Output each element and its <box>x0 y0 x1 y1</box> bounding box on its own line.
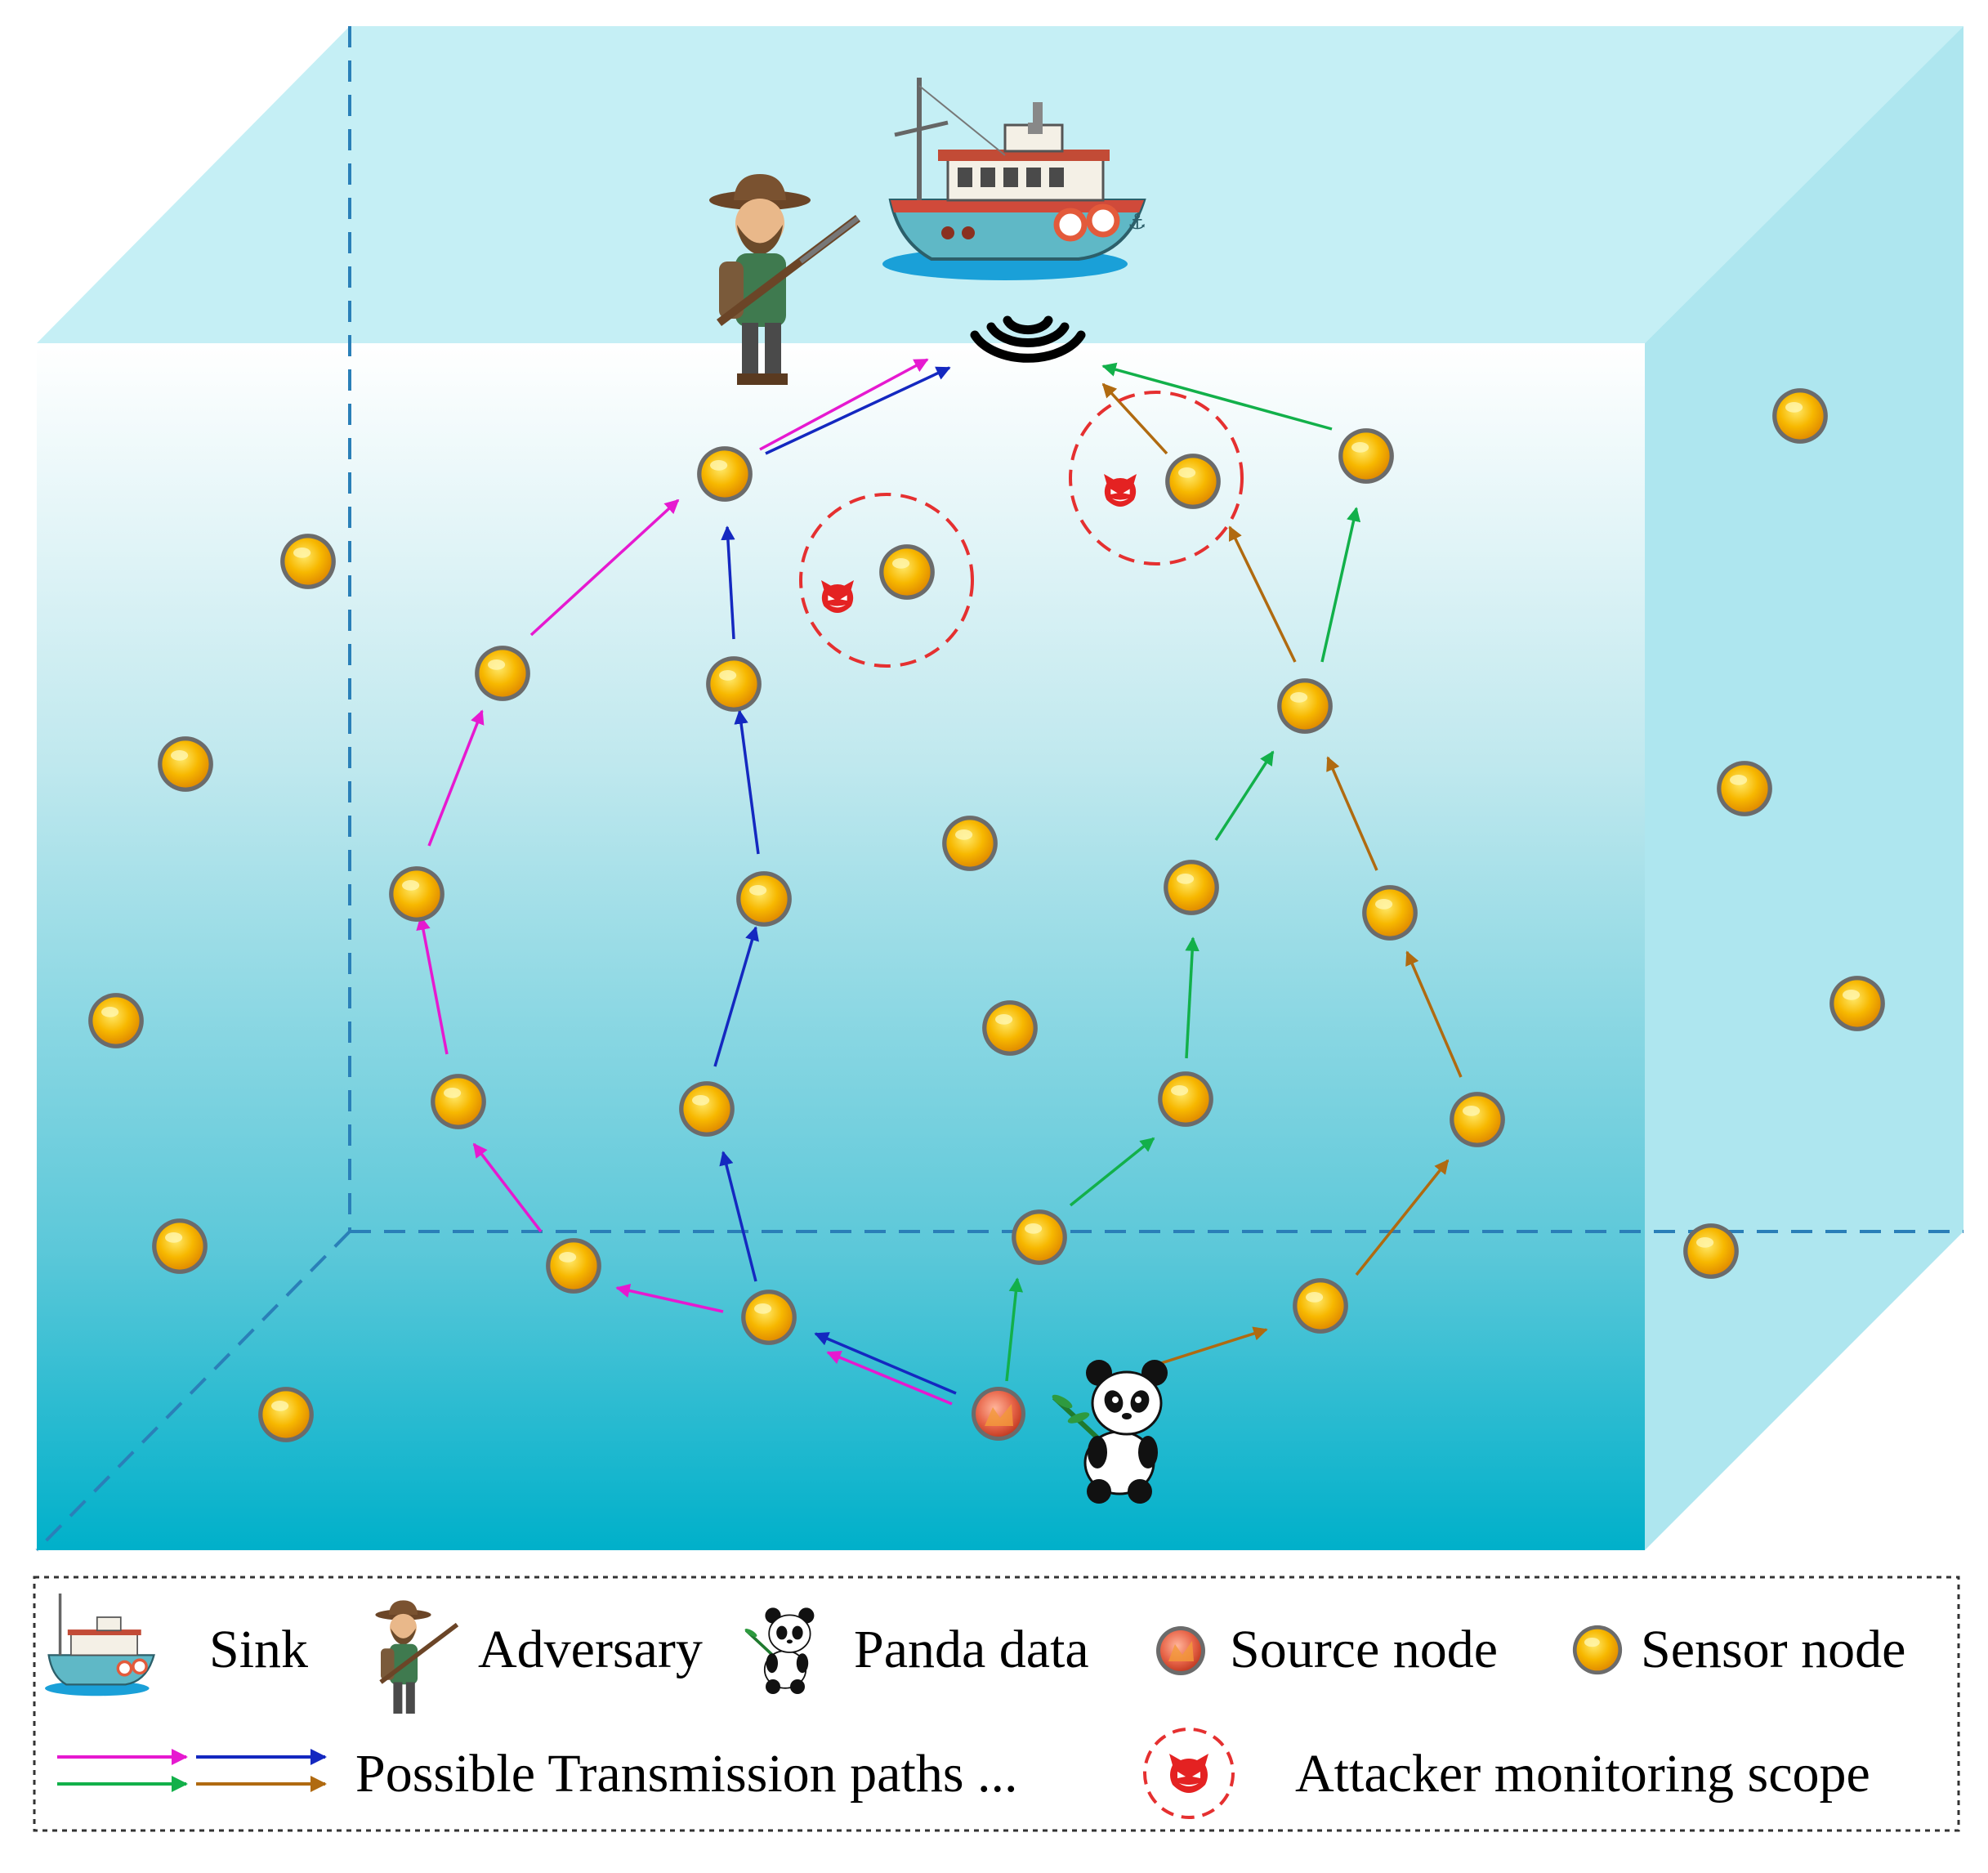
sensor-node <box>1717 761 1772 816</box>
sensor-node <box>982 1000 1038 1056</box>
sensor-node <box>546 1238 601 1294</box>
legend-source-label: Source node <box>1230 1620 1498 1679</box>
sensor-node <box>158 736 213 792</box>
sensor-node <box>741 1290 797 1345</box>
legend-adversary-label: Adversary <box>478 1620 703 1679</box>
ship-icon: ⚓ <box>882 78 1146 280</box>
legend-border <box>33 1576 1960 1832</box>
sensor-node <box>1164 860 1219 915</box>
sensor-node <box>706 656 762 712</box>
panda-icon <box>744 1607 815 1694</box>
legend-panda-label: Panda data <box>854 1620 1089 1679</box>
sensor-node <box>1012 1209 1067 1265</box>
sensor-node <box>1829 976 1885 1031</box>
sensor-node <box>280 534 336 589</box>
legend-scope-label: Attacker monitoring scope <box>1295 1744 1870 1804</box>
devil-icon <box>821 580 854 613</box>
sensor-node <box>1450 1092 1505 1147</box>
legend: Sink Adversary P <box>33 1576 1960 1832</box>
sensor-node <box>152 1218 208 1274</box>
wifi-signal-icon <box>970 315 1086 363</box>
sensor-node <box>1338 428 1394 484</box>
attacker-scope <box>1069 391 1244 565</box>
sensor-node <box>1362 885 1418 941</box>
attacker-scope <box>799 493 974 668</box>
water-box <box>35 26 1963 1552</box>
legend-sensor-label: Sensor node <box>1641 1620 1905 1679</box>
sensor-node <box>1683 1223 1739 1279</box>
sensor-node <box>258 1387 314 1442</box>
sensor-node <box>1277 678 1333 734</box>
sensor-node <box>942 816 998 871</box>
sensor-node <box>1165 454 1221 509</box>
ship-icon <box>45 1594 155 1696</box>
sensor-node <box>879 544 935 600</box>
devil-icon <box>1104 474 1137 507</box>
legend-sink-label: Sink <box>209 1620 308 1679</box>
hunter-icon <box>709 174 861 385</box>
attacker-scope-icon <box>1143 1728 1235 1819</box>
source-node <box>972 1387 1025 1441</box>
svg-text:⚓: ⚓ <box>1128 210 1146 235</box>
sensor-node <box>697 446 753 502</box>
panda-icon <box>1052 1360 1168 1504</box>
sensor-node <box>389 866 445 922</box>
hidden-edge-diagonal <box>35 1230 351 1552</box>
box-right-face <box>1645 26 1963 1550</box>
sensor-node <box>736 871 792 927</box>
box-front-face <box>37 343 1645 1550</box>
legend-paths-label: Possible Transmission paths ... <box>355 1744 1018 1804</box>
transmission-paths <box>416 358 1463 1406</box>
sensor-node <box>679 1081 735 1137</box>
legend-path-arrows <box>57 1749 327 1792</box>
sensor-node <box>1158 1071 1213 1127</box>
source-node-icon <box>1156 1626 1205 1675</box>
sensor-node <box>88 993 144 1048</box>
sensor-node <box>1772 388 1828 444</box>
hunter-icon <box>375 1600 459 1714</box>
sensor-node <box>475 646 530 701</box>
sensor-node <box>431 1074 486 1129</box>
devil-icon <box>1169 1754 1208 1793</box>
sensor-node-icon <box>1572 1625 1623 1675</box>
sensor-node <box>1293 1278 1348 1334</box>
